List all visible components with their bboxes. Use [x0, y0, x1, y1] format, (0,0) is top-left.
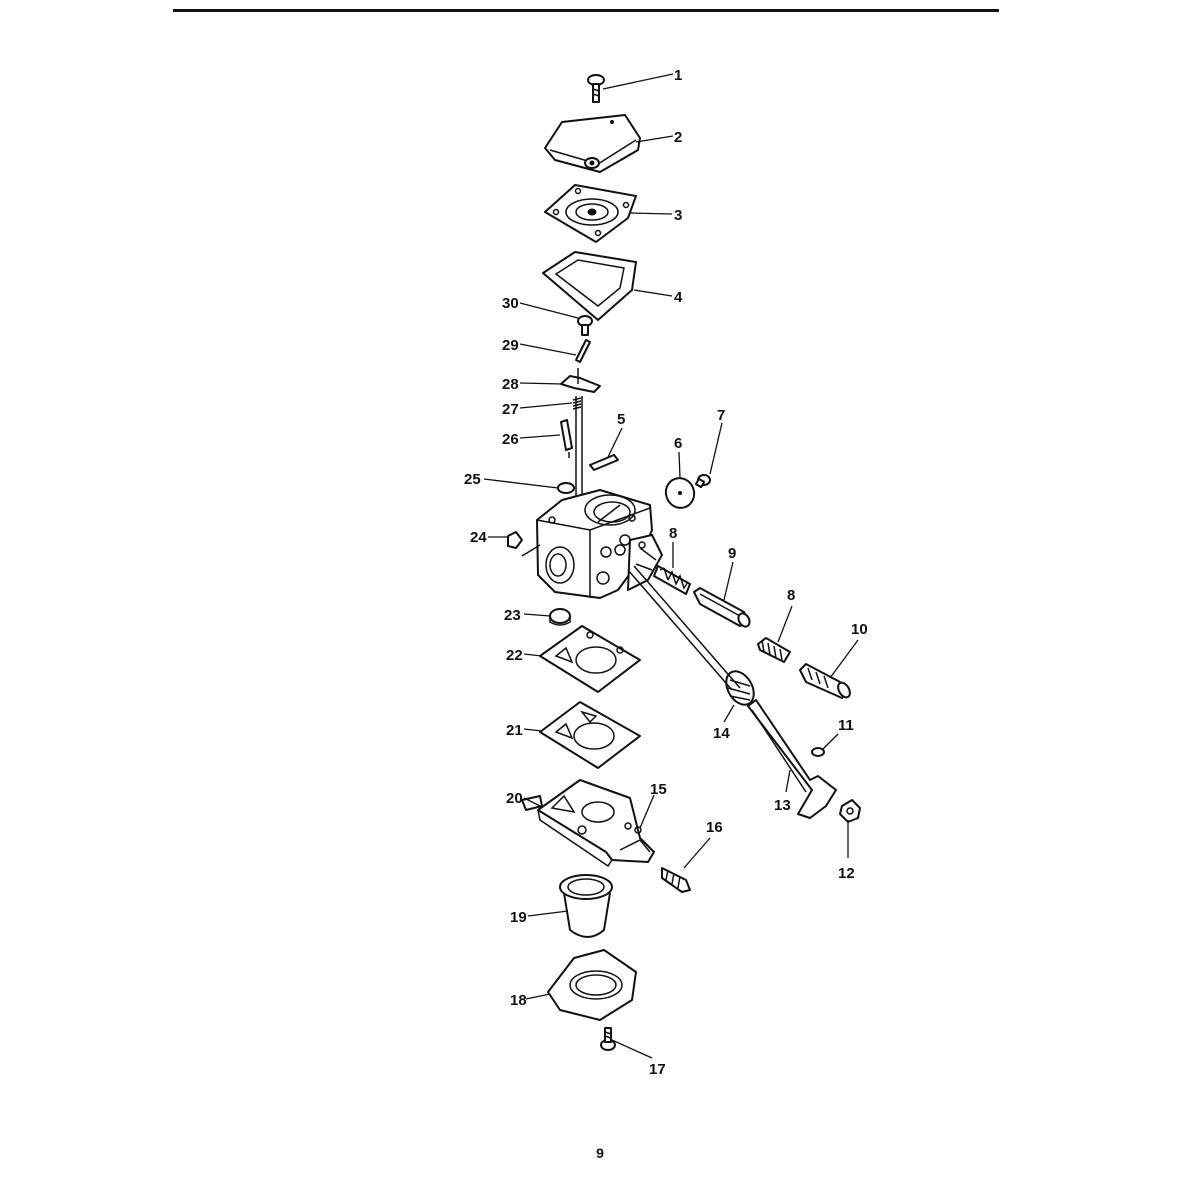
- callout-28: 28: [502, 376, 519, 393]
- callout-2: 2: [674, 129, 682, 146]
- callout-3: 3: [674, 207, 682, 224]
- top-rule: [173, 9, 999, 12]
- part-26-needle: [560, 419, 573, 458]
- callout-11: 11: [838, 717, 854, 734]
- part-8-spring-a: [653, 565, 691, 595]
- part-8-spring-b: [757, 637, 791, 663]
- part-14-spring: [725, 670, 755, 706]
- part-29-pin: [575, 339, 591, 363]
- callout-13: 13: [774, 797, 791, 814]
- callout-15: 15: [650, 781, 667, 798]
- part-30-screw: [577, 315, 593, 336]
- part-16-screw: [661, 867, 691, 893]
- callout-10: 10: [851, 621, 868, 638]
- callout-29: 29: [502, 337, 519, 354]
- part-24-plug: [507, 531, 523, 549]
- callout-22: 22: [506, 647, 523, 664]
- throttle-shaft: [627, 565, 741, 691]
- callout-17: 17: [649, 1061, 666, 1078]
- part-2-pump-cover: [544, 114, 641, 173]
- part-18-retainer-plate: [547, 949, 637, 1021]
- callout-30: 30: [502, 295, 519, 312]
- callout-25: 25: [464, 471, 481, 488]
- part-5-pin: [589, 454, 619, 471]
- part-27-spring: [572, 397, 582, 410]
- part-21-gasket: [539, 701, 641, 769]
- part-28-lever: [560, 368, 601, 393]
- callout-9: 9: [728, 545, 736, 562]
- callout-14: 14: [713, 725, 730, 742]
- callout-24: 24: [470, 529, 487, 546]
- part-20-metering-cover: [521, 779, 655, 868]
- page-number: 9: [596, 1145, 604, 1161]
- carburetor-body: [521, 489, 663, 599]
- part-9-needle-screw: [693, 587, 751, 628]
- part-17-screw: [600, 1027, 616, 1051]
- part-19-primer-bulb: [559, 874, 613, 938]
- callout-1: 1: [674, 67, 682, 84]
- part-10-needle-screw: [799, 663, 851, 699]
- leader-lines: [483, 73, 859, 1059]
- part-22-gasket: [539, 625, 641, 693]
- callout-labels: 1 2 3 4 5 6 7 8 9 8 10 11 12 13 14 15 16…: [464, 67, 868, 1078]
- callout-23: 23: [504, 607, 521, 624]
- part-23-plug: [549, 608, 571, 626]
- part-3-diaphragm: [544, 184, 637, 243]
- callout-18: 18: [510, 992, 527, 1009]
- part-25-clip: [557, 482, 575, 494]
- part-7-screw: [694, 474, 711, 489]
- callout-12: 12: [838, 865, 855, 882]
- callout-21: 21: [506, 722, 523, 739]
- callout-8a: 8: [669, 525, 677, 542]
- callout-6: 6: [674, 435, 682, 452]
- callout-16: 16: [706, 819, 723, 836]
- part-1-screw: [587, 74, 605, 103]
- part-12-nut: [839, 799, 861, 823]
- part-6-throttle-plate: [664, 477, 696, 509]
- part-4-gasket: [542, 251, 637, 321]
- callout-4: 4: [674, 289, 683, 306]
- callout-8b: 8: [787, 587, 795, 604]
- callout-27: 27: [502, 401, 519, 418]
- callout-5: 5: [617, 411, 625, 428]
- callout-19: 19: [510, 909, 527, 926]
- part-13-throttle-lever: [747, 699, 837, 819]
- callout-7: 7: [717, 407, 725, 424]
- part-15-check-valve: [634, 826, 642, 834]
- callout-20: 20: [506, 790, 523, 807]
- part-11-clip: [811, 747, 825, 757]
- callout-26: 26: [502, 431, 519, 448]
